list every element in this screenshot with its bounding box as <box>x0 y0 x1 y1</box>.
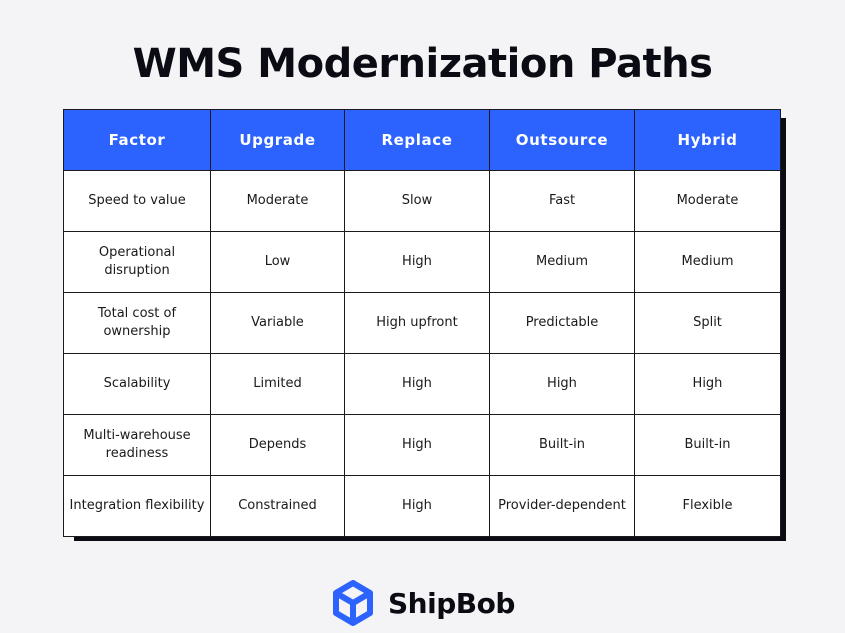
row-factor-cell: Speed to value <box>63 170 211 232</box>
logo-text: ShipBob <box>388 586 515 620</box>
shipbob-logo: ShipBob <box>332 578 515 628</box>
outsource-cell: Medium <box>489 231 635 293</box>
table-row: Multi-warehouse readiness Depends High B… <box>63 414 781 476</box>
replace-cell: High <box>344 475 490 537</box>
table-header-row: Factor Upgrade Replace Outsource Hybrid <box>63 109 781 171</box>
replace-cell: High <box>344 414 490 476</box>
outsource-cell: High <box>489 353 635 415</box>
header-outsource: Outsource <box>489 109 635 171</box>
header-upgrade: Upgrade <box>210 109 345 171</box>
hybrid-cell: Split <box>634 292 781 354</box>
outsource-cell: Predictable <box>489 292 635 354</box>
row-factor-cell: Scalability <box>63 353 211 415</box>
outsource-cell: Fast <box>489 170 635 232</box>
replace-cell: Slow <box>344 170 490 232</box>
replace-cell: High <box>344 353 490 415</box>
page-title: WMS Modernization Paths <box>132 41 713 87</box>
upgrade-cell: Limited <box>210 353 345 415</box>
table-row: Integration flexibility Constrained High… <box>63 475 781 537</box>
row-factor-cell: Integration flexibility <box>63 475 211 537</box>
hybrid-cell: High <box>634 353 781 415</box>
table-row: Total cost of ownership Variable High up… <box>63 292 781 354</box>
replace-cell: High <box>344 231 490 293</box>
hybrid-cell: Moderate <box>634 170 781 232</box>
row-factor-cell: Operational disruption <box>63 231 211 293</box>
upgrade-cell: Variable <box>210 292 345 354</box>
upgrade-cell: Depends <box>210 414 345 476</box>
shipbob-box-icon <box>332 580 374 626</box>
comparison-table: Factor Upgrade Replace Outsource Hybrid … <box>63 109 781 537</box>
outsource-cell: Built-in <box>489 414 635 476</box>
header-replace: Replace <box>344 109 490 171</box>
table-row: Operational disruption Low High Medium M… <box>63 231 781 293</box>
hybrid-cell: Built-in <box>634 414 781 476</box>
upgrade-cell: Constrained <box>210 475 345 537</box>
row-factor-cell: Total cost of ownership <box>63 292 211 354</box>
hybrid-cell: Flexible <box>634 475 781 537</box>
table-row: Scalability Limited High High High <box>63 353 781 415</box>
hybrid-cell: Medium <box>634 231 781 293</box>
replace-cell: High upfront <box>344 292 490 354</box>
header-factor: Factor <box>63 109 211 171</box>
table-row: Speed to value Moderate Slow Fast Modera… <box>63 170 781 232</box>
header-hybrid: Hybrid <box>634 109 781 171</box>
upgrade-cell: Moderate <box>210 170 345 232</box>
outsource-cell: Provider-dependent <box>489 475 635 537</box>
upgrade-cell: Low <box>210 231 345 293</box>
row-factor-cell: Multi-warehouse readiness <box>63 414 211 476</box>
